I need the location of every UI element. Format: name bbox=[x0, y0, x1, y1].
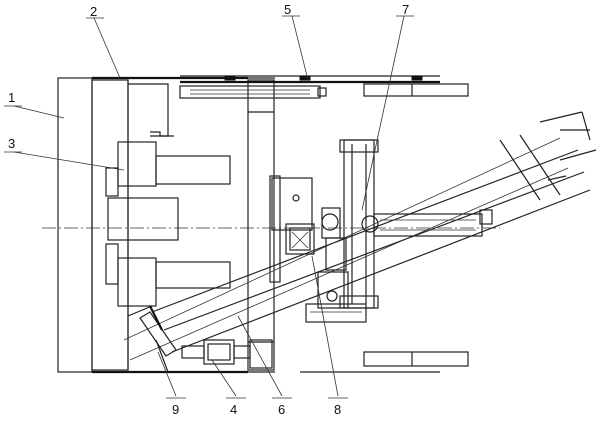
label-underlines bbox=[4, 15, 414, 399]
label-3: 3 bbox=[8, 136, 15, 151]
label-6: 6 bbox=[278, 402, 285, 417]
leader-lines bbox=[13, 15, 405, 397]
upper-cylinder bbox=[179, 75, 440, 99]
label-5: 5 bbox=[284, 2, 291, 17]
lower-pump bbox=[181, 339, 273, 369]
rail-blocks bbox=[300, 83, 469, 373]
cutter-head bbox=[105, 141, 231, 307]
label-2: 2 bbox=[90, 4, 97, 19]
label-1: 1 bbox=[8, 90, 15, 105]
label-8: 8 bbox=[334, 402, 341, 417]
screw-conveyor bbox=[123, 111, 597, 361]
shield-body bbox=[91, 76, 248, 374]
bulkhead bbox=[247, 79, 281, 371]
front-frame bbox=[57, 77, 275, 373]
slide-frame bbox=[321, 139, 493, 309]
label-9: 9 bbox=[172, 402, 179, 417]
label-7: 7 bbox=[402, 2, 409, 17]
discharge-gate bbox=[127, 305, 177, 373]
label-4: 4 bbox=[230, 402, 237, 417]
